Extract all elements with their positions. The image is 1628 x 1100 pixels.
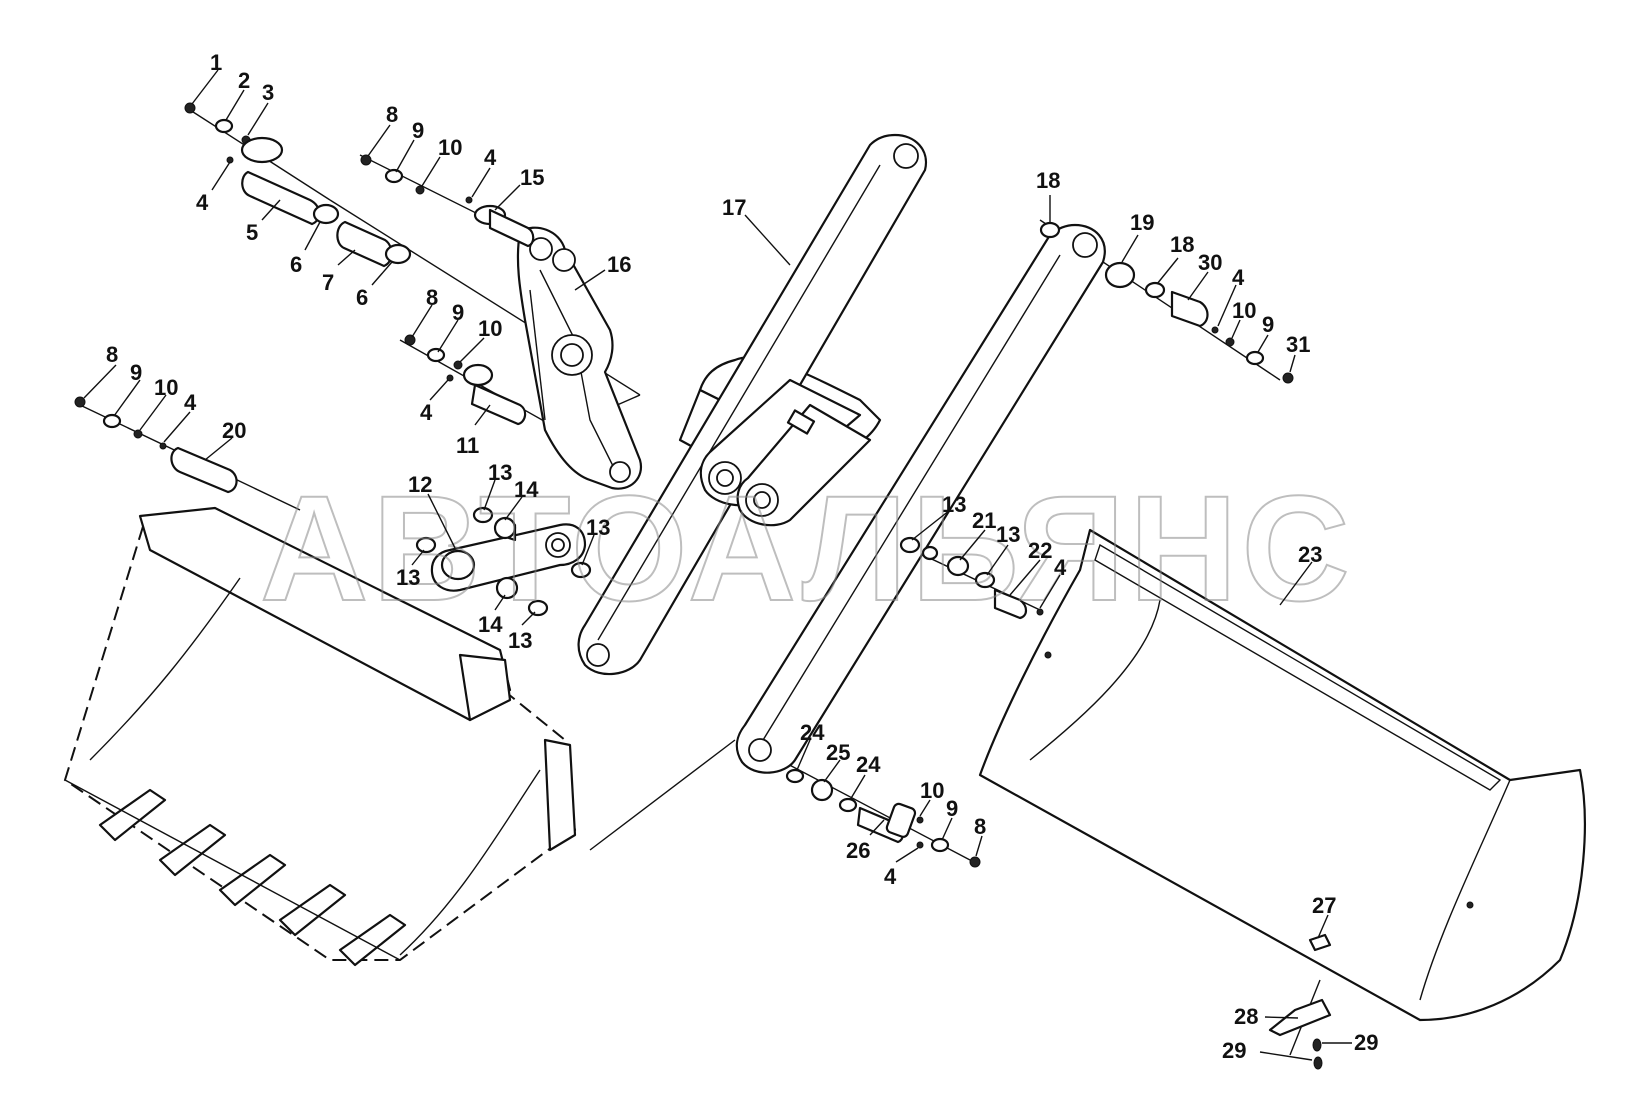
callout-label: 13 — [396, 565, 420, 590]
callout-label: 26 — [846, 838, 870, 863]
callout-label: 6 — [290, 252, 302, 277]
callout-label: 17 — [722, 195, 746, 220]
boom-arm-left — [577, 133, 928, 676]
callout-label: 16 — [607, 252, 631, 277]
callout-label: 19 — [1130, 210, 1154, 235]
callout-label: 14 — [514, 477, 539, 502]
pin-group-right-top — [1039, 221, 1294, 384]
callout-label: 13 — [996, 522, 1020, 547]
callout-label: 10 — [438, 135, 462, 160]
boom-arm-right — [735, 223, 1106, 774]
callout-label: 15 — [520, 165, 544, 190]
callout-label: 24 — [800, 720, 825, 745]
callout-label: 9 — [946, 796, 958, 821]
callout-label: 12 — [408, 472, 432, 497]
callout-label: 13 — [586, 515, 610, 540]
pin-group-11 — [404, 334, 527, 426]
callout-label: 25 — [826, 740, 850, 765]
callout-label: 9 — [130, 360, 142, 385]
callout-label: 8 — [386, 102, 398, 127]
callout-label: 8 — [106, 342, 118, 367]
callout-label: 24 — [856, 752, 881, 777]
callout-label: 3 — [262, 80, 274, 105]
callout-label: 6 — [356, 285, 368, 310]
callout-label: 8 — [974, 814, 986, 839]
callout-label: 8 — [426, 285, 438, 310]
pin-group-top-left — [184, 102, 412, 268]
callout-label: 11 — [456, 433, 479, 458]
callout-label: 13 — [508, 628, 532, 653]
callout-label: 4 — [1232, 265, 1245, 290]
bucket-with-teeth — [63, 506, 577, 967]
callout-label: 5 — [246, 220, 258, 245]
callout-labels: 1 2 3 4 5 6 7 6 8 9 10 4 15 16 17 8 9 10 — [83, 50, 1378, 1063]
callout-label: 29 — [1222, 1038, 1246, 1063]
callout-label: 31 — [1286, 332, 1310, 357]
callout-label: 4 — [184, 390, 197, 415]
bucket-smooth-edge — [978, 528, 1586, 1070]
callout-label: 4 — [1054, 555, 1067, 580]
callout-label: 9 — [452, 300, 464, 325]
callout-label: 2 — [238, 68, 250, 93]
callout-label: 9 — [412, 118, 424, 143]
pin-group-bottom — [785, 768, 981, 868]
callout-label: 10 — [920, 778, 944, 803]
callout-label: 4 — [884, 864, 897, 889]
callout-label: 13 — [488, 460, 512, 485]
rocker-arm — [516, 226, 643, 490]
callout-label: 13 — [942, 492, 966, 517]
pin-group-20 — [74, 396, 238, 494]
callout-label: 28 — [1234, 1004, 1258, 1029]
callout-label: 9 — [1262, 312, 1274, 337]
pin-group-right-mid — [899, 536, 1044, 620]
callout-label: 23 — [1298, 542, 1322, 567]
watermark-text: АВТОАЛЬЯНС — [260, 464, 1354, 632]
callout-label: 20 — [222, 418, 246, 443]
bushing-group-12 — [415, 506, 592, 617]
callout-label: 4 — [484, 145, 497, 170]
callout-label: 10 — [1232, 298, 1256, 323]
pin-group-15 — [360, 154, 535, 248]
callout-label: 29 — [1354, 1030, 1378, 1055]
boom-cross-bracket — [699, 378, 872, 527]
callout-label: 30 — [1198, 250, 1222, 275]
callout-label: 4 — [196, 190, 209, 215]
callout-label: 21 — [972, 508, 996, 533]
callout-label: 22 — [1028, 538, 1052, 563]
callout-label: 27 — [1312, 893, 1336, 918]
callout-label: 10 — [154, 375, 178, 400]
callout-label: 1 — [210, 50, 222, 75]
callout-label: 18 — [1036, 168, 1060, 193]
callout-label: 10 — [478, 316, 502, 341]
callout-label: 7 — [322, 270, 334, 295]
callout-label: 18 — [1170, 232, 1194, 257]
callout-label: 4 — [420, 400, 433, 425]
callout-label: 14 — [478, 612, 503, 637]
